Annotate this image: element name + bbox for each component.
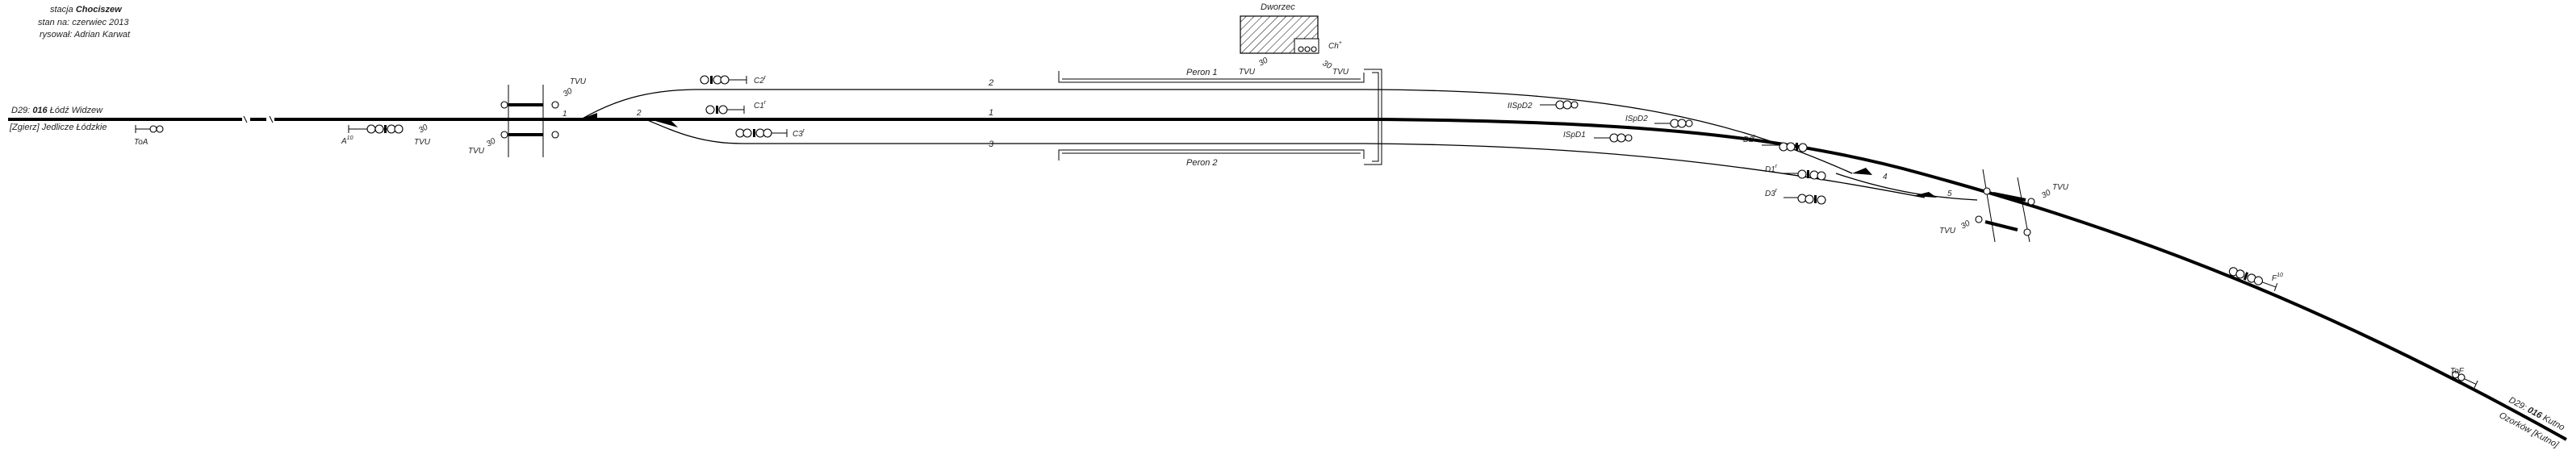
signal-D3: D3r [1765, 188, 1826, 205]
signal-ISpD1-label: ISpD1 [1563, 131, 1586, 140]
state-date: stan na: czerwiec 2013 [38, 18, 129, 27]
west-tvu-block: TVU 30 TVU 30 [468, 77, 587, 157]
track-3: 3 [645, 119, 1926, 198]
signal-C1: C1r [705, 100, 767, 115]
building-signal-label: Ch+ [1328, 40, 1342, 51]
east-line-labels: D29: 016 Kutno Ozorków [Kutno] [2498, 395, 2566, 450]
platform-2: Peron 2 [1058, 149, 1365, 168]
platform-1-label: Peron 1 [1186, 68, 1218, 77]
signal-ISpD2-label: ISpD2 [1625, 115, 1648, 123]
track-3-number: 3 [989, 140, 994, 149]
main-track [8, 115, 2567, 441]
signal-F [2228, 267, 2278, 291]
km-mark-a: 30 [417, 123, 430, 135]
track-1-number: 1 [989, 108, 993, 118]
tvu-west-upper-label: TVU [570, 77, 587, 86]
platform-2-label: Peron 2 [1186, 158, 1218, 168]
km-mark-platform-left: 30 [1257, 56, 1270, 68]
km-mark-east-upper: 30 [2040, 188, 2053, 200]
switch-4-frog [1852, 168, 1872, 175]
km-mark-west-lower: 30 [485, 136, 498, 148]
signal-D2: D2r [1743, 134, 1808, 152]
tvu-platform-right-label: TVU [1332, 68, 1349, 77]
tvu-east-upper-label: TVU [2052, 183, 2069, 192]
switches: 1 2 4 5 [562, 109, 1952, 198]
signal-ToF [2452, 371, 2478, 389]
switch-5-frog [1913, 192, 1937, 198]
switch-4-label: 4 [1883, 173, 1888, 181]
switch-2-label: 2 [636, 109, 642, 118]
km-mark-platform-right: 30 [1321, 59, 1334, 71]
switch-1-frog [579, 113, 597, 119]
track-2-number: 2 [988, 78, 993, 88]
platform-end-bracket [1364, 69, 1382, 165]
building-signal-lamp [1298, 46, 1304, 52]
east-tvu-block: TVU 30 TVU 30 [1939, 169, 2069, 243]
signal-F-label: F10 [2272, 273, 2283, 283]
header-block: stacja Chociszew stan na: czerwiec 2013 … [38, 5, 131, 40]
platform-end-inner [1372, 72, 1379, 162]
tvu-east-lower-label: TVU [1939, 227, 1956, 235]
signal-D2-label: D2r [1743, 134, 1756, 144]
signal-D1-label: D1r [1765, 164, 1778, 174]
signal-IISpD2-label: IISpD2 [1508, 102, 1533, 110]
signal-C3-label: C3r [792, 128, 805, 139]
station-prefix: stacja [50, 5, 73, 15]
signal-ToF-label: ToF [2450, 367, 2465, 376]
west-line-label: D29: 016 Łódź Widzew [11, 106, 103, 115]
signal-C2: C2r [700, 75, 767, 85]
signal-ISpD1: ISpD1 [1563, 131, 1633, 143]
station-building: Dworzec Ch+ [1240, 2, 1342, 54]
west-neighbor-station: [Zgierz] Jedlicze Łódzkie [9, 123, 107, 132]
platform-1: Peron 1 [1058, 68, 1365, 83]
km-mark-east-lower: 30 [1959, 219, 1972, 231]
west-line-labels: D29: 016 Łódź Widzew [Zgierz] Jedlicze Ł… [9, 106, 107, 132]
tvu-west-a-label: TVU [414, 138, 431, 147]
switch-5-label: 5 [1947, 190, 1952, 198]
signal-ToA: ToA [134, 125, 164, 147]
station-name: Chociszew [76, 5, 123, 15]
km-mark-west-upper: 30 [562, 86, 575, 98]
switch-1-label: 1 [562, 110, 567, 119]
tvu-platform-left-label: TVU [1239, 68, 1256, 77]
signal-ToA-label: ToA [134, 138, 148, 147]
track-2: 2 [580, 78, 1853, 174]
station-building-label: Dworzec [1261, 2, 1295, 12]
svg-text:stacja Chociszew: stacja Chociszew [50, 5, 123, 15]
signal-D3-label: D3r [1765, 188, 1778, 198]
drawn-by: rysował: Adrian Karwat [40, 30, 131, 40]
signal-A-label: A10 [341, 135, 353, 146]
signal-C3: C3r [735, 128, 805, 139]
signal-D1: D1r [1765, 164, 1826, 181]
switch-2-frog [650, 119, 678, 127]
signal-C2-label: C2r [754, 75, 767, 85]
tvu-west-lower-label: TVU [468, 147, 485, 156]
signal-ISpD2: ISpD2 [1625, 115, 1693, 128]
signal-C1-label: C1r [754, 100, 767, 110]
siding-east [1835, 173, 1978, 201]
signal-IISpD2: IISpD2 [1508, 100, 1579, 110]
signal-A: A10 TVU 30 [341, 123, 431, 147]
